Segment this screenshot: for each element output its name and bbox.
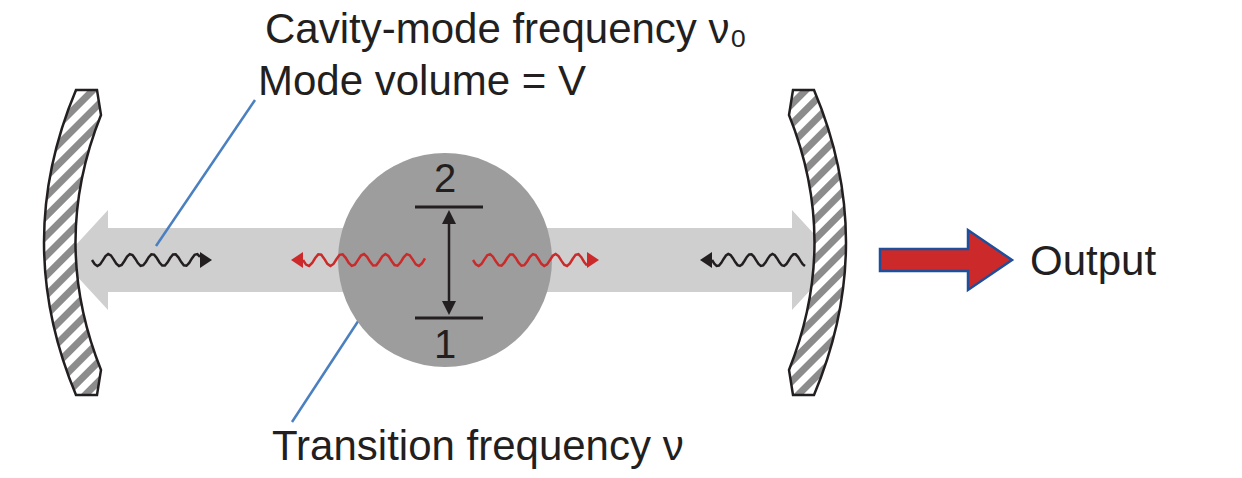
arrow-head — [442, 301, 456, 315]
arrow-head — [442, 210, 456, 224]
emitted-wave-head — [291, 252, 303, 268]
emitted-wave — [473, 254, 587, 266]
label-text: Transition frequency ν — [272, 425, 684, 467]
leader-line — [156, 100, 255, 246]
mode-band — [62, 210, 838, 310]
energy-level — [415, 317, 483, 320]
output-arrow — [880, 230, 1012, 290]
label-text: Output — [1030, 240, 1156, 282]
level-number: 1 — [337, 324, 553, 364]
photon-wave-head — [700, 252, 712, 268]
label-text: Mode volume = V — [258, 60, 586, 102]
level-number: 2 — [337, 158, 553, 198]
gain-medium-circle: 21 — [337, 152, 553, 368]
photon-wave-head — [200, 252, 212, 268]
photon-wave — [712, 254, 805, 266]
energy-level — [415, 206, 483, 209]
transition-arrow — [448, 222, 451, 303]
right-mirror — [789, 90, 846, 395]
photon-wave — [92, 254, 200, 266]
emitted-wave-head — [587, 252, 599, 268]
left-mirror — [44, 90, 101, 395]
label-text: Cavity-mode frequency ν₀ — [265, 8, 747, 50]
emitted-wave — [303, 254, 425, 266]
